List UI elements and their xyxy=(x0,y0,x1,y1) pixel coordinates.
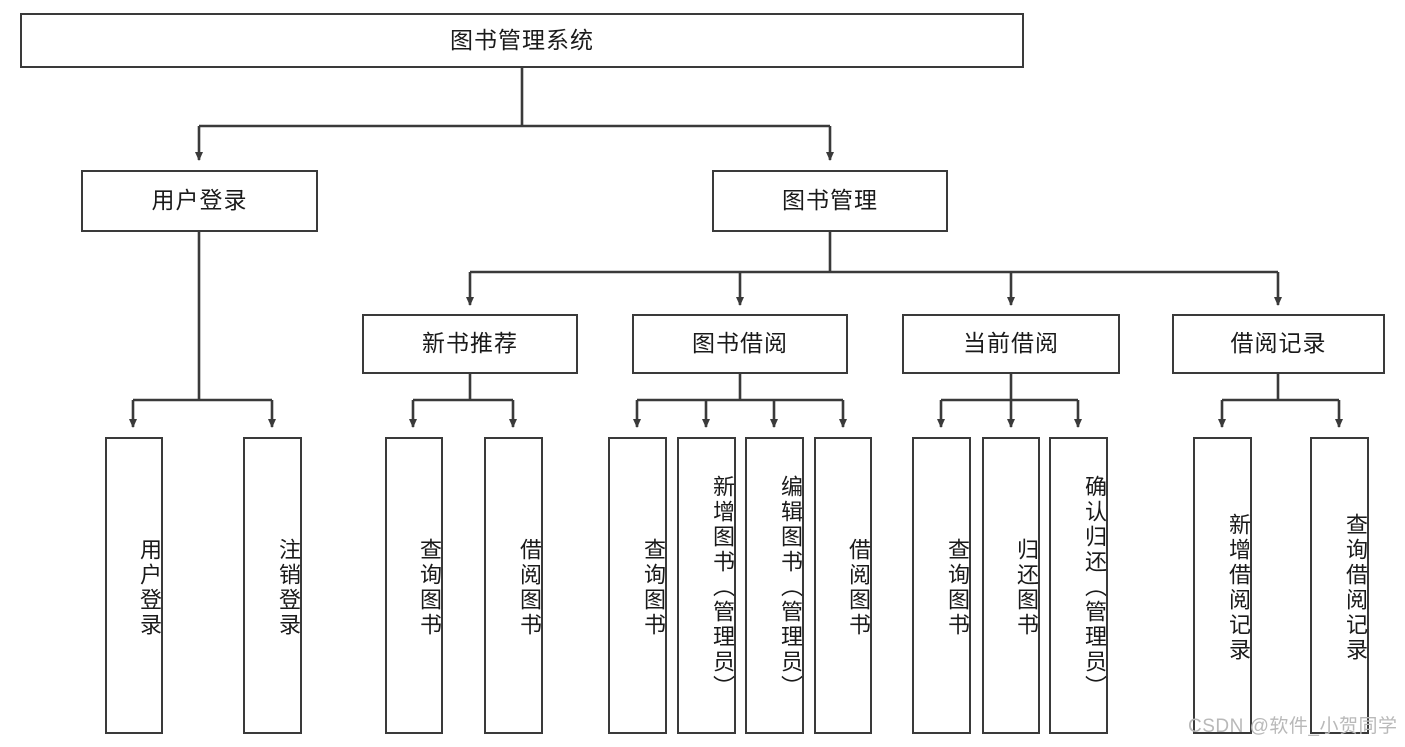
leaf-user-login[interactable]: 用户登录 xyxy=(105,437,163,734)
leaf-confirm-return-admin[interactable]: 确认归还（管理员） xyxy=(1049,437,1108,734)
leaf-query-book-current[interactable]: 查询图书 xyxy=(912,437,971,734)
leaf-logout[interactable]: 注销登录 xyxy=(243,437,302,734)
node-label: 编辑图书（管理员） xyxy=(778,475,803,700)
leaf-query-borrow-record[interactable]: 查询借阅记录 xyxy=(1310,437,1369,734)
node-label: 归还图书 xyxy=(1014,537,1039,638)
node-label: 查询图书 xyxy=(417,537,442,638)
node-label: 借阅图书 xyxy=(846,537,871,638)
node-label: 用户登录 xyxy=(137,537,162,638)
node-label: 注销登录 xyxy=(276,537,301,638)
node-label: 图书管理系统 xyxy=(450,26,594,53)
node-label: 查询借阅记录 xyxy=(1343,512,1368,663)
node-book-management[interactable]: 图书管理 xyxy=(712,170,948,232)
node-label: 当前借阅 xyxy=(963,330,1059,357)
node-user-login[interactable]: 用户登录 xyxy=(81,170,318,232)
node-root-book-management-system[interactable]: 图书管理系统 xyxy=(20,13,1024,68)
leaf-add-borrow-record[interactable]: 新增借阅记录 xyxy=(1193,437,1252,734)
node-label: 图书借阅 xyxy=(692,330,788,357)
leaf-edit-book-admin[interactable]: 编辑图书（管理员） xyxy=(745,437,804,734)
node-label: 新书推荐 xyxy=(422,330,518,357)
leaf-query-book-borrow[interactable]: 查询图书 xyxy=(608,437,667,734)
node-label: 确认归还（管理员） xyxy=(1082,475,1107,700)
node-label: 查询图书 xyxy=(945,537,970,638)
csdn-watermark: CSDN @软件_小贺同学 xyxy=(1188,716,1398,737)
leaf-return-book[interactable]: 归还图书 xyxy=(982,437,1040,734)
node-label: 新增借阅记录 xyxy=(1226,512,1251,663)
node-current-borrow[interactable]: 当前借阅 xyxy=(902,314,1120,374)
node-new-book-recommend[interactable]: 新书推荐 xyxy=(362,314,578,374)
leaf-add-book-admin[interactable]: 新增图书（管理员） xyxy=(677,437,736,734)
leaf-query-book-recommend[interactable]: 查询图书 xyxy=(385,437,443,734)
leaf-borrow-book-recommend[interactable]: 借阅图书 xyxy=(484,437,543,734)
node-book-borrow[interactable]: 图书借阅 xyxy=(632,314,848,374)
node-label: 查询图书 xyxy=(641,537,666,638)
leaf-borrow-book[interactable]: 借阅图书 xyxy=(814,437,872,734)
node-label: 借阅图书 xyxy=(517,537,542,638)
node-label: 借阅记录 xyxy=(1230,330,1327,357)
node-label: 用户登录 xyxy=(151,187,248,214)
node-borrow-record[interactable]: 借阅记录 xyxy=(1172,314,1385,374)
node-label: 图书管理 xyxy=(782,187,878,214)
node-label: 新增图书（管理员） xyxy=(710,475,735,700)
